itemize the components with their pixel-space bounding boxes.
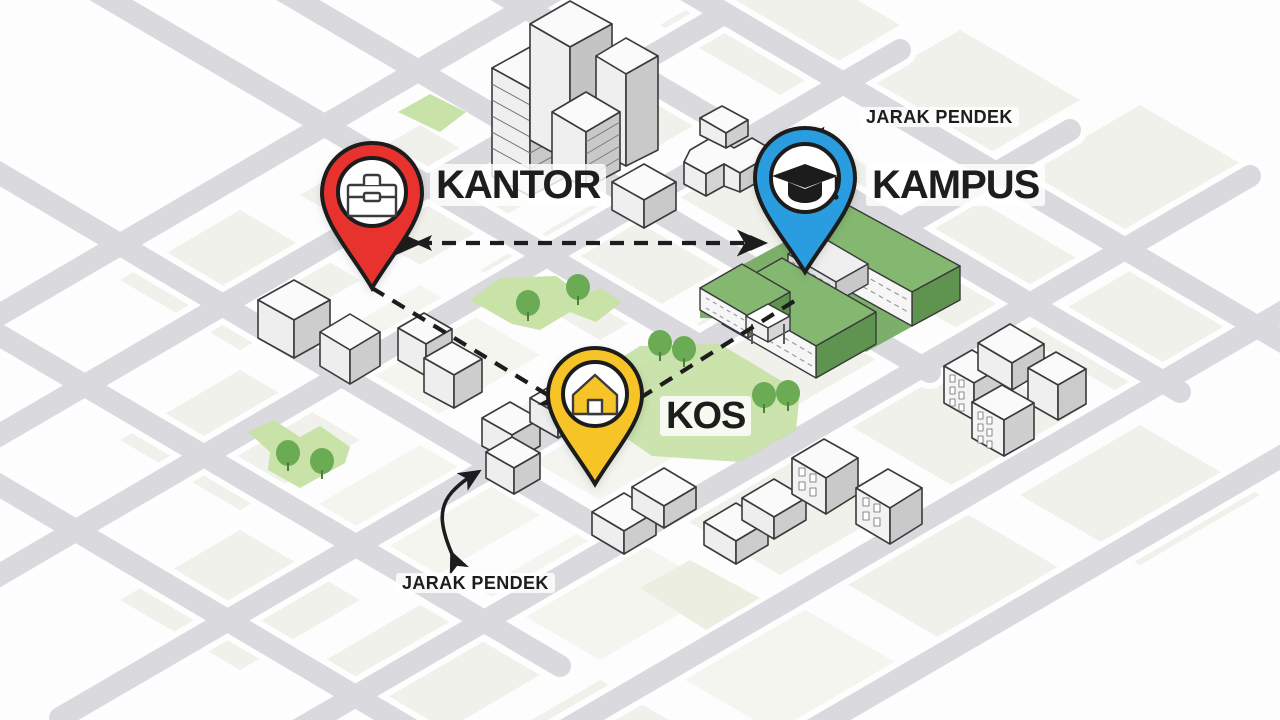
label-jarak-pendek-top: JARAK PENDEK [860,107,1019,127]
building-cluster-bottom [591,438,923,565]
marker-kampus[interactable] [752,125,858,276]
label-kos: KOS [660,396,752,436]
marker-kos[interactable] [545,345,645,488]
building-box [257,279,331,359]
building-box [631,467,697,529]
building-windowed [971,384,1035,457]
connector-lines [370,229,798,409]
building-cluster-right [943,323,1087,457]
building-windowed [791,438,859,515]
building-box [423,341,483,409]
park-center [470,274,622,330]
building-box [485,436,541,495]
building-box [319,313,381,385]
house-icon [571,373,619,416]
campus-gate [745,303,791,344]
building-windowed [855,468,923,545]
briefcase-icon [346,173,398,218]
annotation-arrow-bottom [440,469,482,576]
park-left [248,420,350,488]
building-box [741,478,807,540]
connector-kantor-kos [370,286,571,409]
connector-kos-kampus [638,298,798,400]
building-small-under [611,163,677,229]
building-box [1027,351,1087,421]
building-cluster-left [257,279,585,495]
park-topleft [398,94,466,132]
label-jarak-pendek-bottom: JARAK PENDEK [396,573,555,593]
connector-arrowheads [414,235,768,251]
label-kantor: KANTOR [430,164,607,206]
label-kampus: KAMPUS [866,164,1046,206]
marker-kantor[interactable] [319,140,425,292]
graduation-cap-icon [772,164,839,203]
park-bottom-right [640,560,760,630]
campus-complex [699,203,961,379]
